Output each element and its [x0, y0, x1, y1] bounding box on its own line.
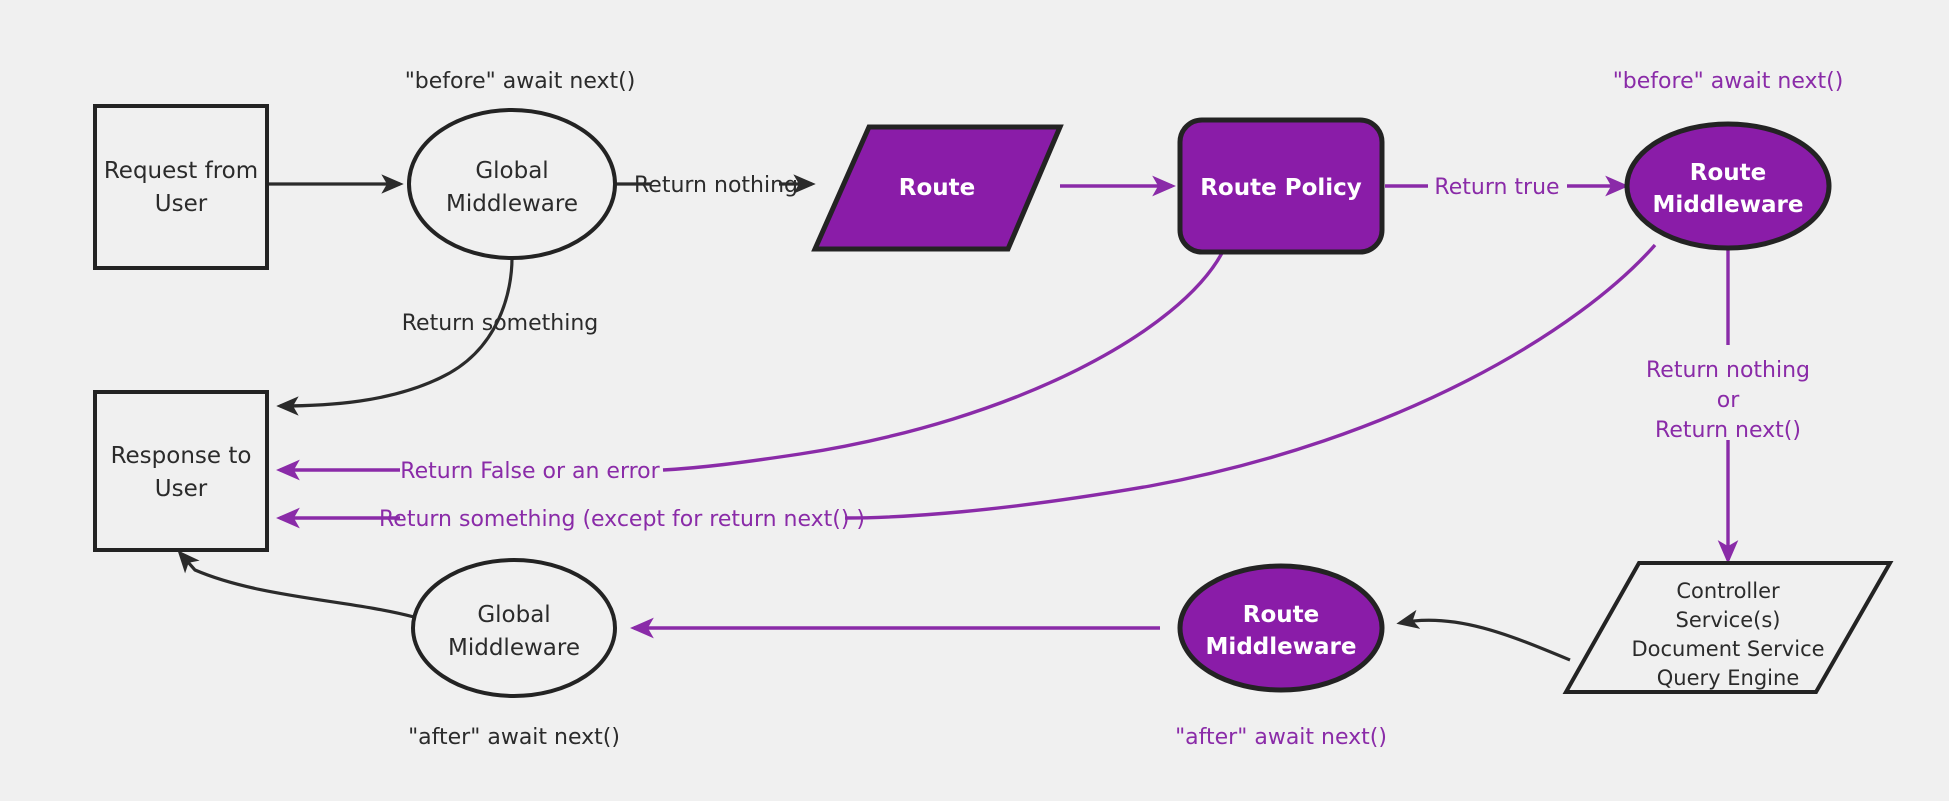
edge-label-return-nothing-or-next-line3: Return next() [1655, 418, 1801, 443]
node-route-middleware-bottom-line1: Route [1243, 602, 1319, 628]
node-global-middleware-bottom[interactable]: Global Middleware [411, 558, 617, 698]
node-controller-line3: Document Service [1631, 637, 1824, 661]
annotation-after-await-next-global: "after" await next() [408, 725, 620, 750]
edge-route-policy-to-response [662, 252, 1224, 472]
node-route-middleware-top-line2: Middleware [1653, 192, 1804, 218]
edge-route-middleware-to-response [844, 243, 1657, 520]
edge-label-return-nothing-global: Return nothing [634, 173, 798, 198]
node-route[interactable]: Route [811, 124, 1064, 252]
edge-label-return-false-or-error: Return False or an error [400, 459, 660, 484]
annotation-before-await-next-route: "before" await next() [1613, 69, 1844, 94]
node-global-middleware-top-line2: Middleware [446, 191, 578, 217]
node-route-policy[interactable]: Route Policy [1177, 117, 1385, 255]
node-global-middleware-bottom-line1: Global [477, 602, 550, 628]
node-request-from-user-line1: Request from [104, 158, 258, 184]
node-request-from-user[interactable]: Request from User [93, 104, 269, 270]
edge-label-return-nothing-or-next-line1: Return nothing [1646, 358, 1810, 383]
annotation-after-await-next-route: "after" await next() [1175, 725, 1387, 750]
edge-global-middleware-to-response [276, 257, 514, 416]
edge-label-return-nothing-or-next-line2: or [1717, 388, 1740, 413]
node-response-to-user[interactable]: Response to User [93, 390, 269, 552]
edge-label-return-something-global: Return something [402, 311, 598, 336]
node-request-from-user-line2: User [155, 191, 208, 217]
node-global-middleware-top[interactable]: Global Middleware [407, 108, 617, 260]
node-response-to-user-line1: Response to [111, 443, 252, 469]
edge-controller-to-route-middleware-bottom [1396, 609, 1571, 662]
edge-label-return-true: Return true [1434, 175, 1559, 200]
node-route-middleware-top-line1: Route [1690, 160, 1766, 186]
node-controller[interactable]: Controller Service(s) Document Service Q… [1562, 561, 1894, 694]
node-global-middleware-top-line1: Global [475, 158, 548, 184]
node-global-middleware-bottom-line2: Middleware [448, 635, 580, 661]
node-route-middleware-bottom[interactable]: Route Middleware [1177, 563, 1385, 693]
node-route-middleware-top[interactable]: Route Middleware [1624, 121, 1832, 251]
node-route-policy-label: Route Policy [1200, 175, 1362, 201]
edge-label-return-something-except-next: Return something (except for return next… [379, 507, 865, 532]
node-controller-line4: Query Engine [1657, 666, 1799, 690]
edge-global-middleware-bottom-to-response [177, 550, 415, 619]
node-route-middleware-bottom-line2: Middleware [1206, 634, 1357, 660]
node-route-label: Route [899, 175, 975, 201]
node-response-to-user-line2: User [155, 476, 208, 502]
annotation-before-await-next-global: "before" await next() [405, 69, 636, 94]
node-controller-line2: Service(s) [1676, 608, 1781, 632]
node-controller-line1: Controller [1676, 579, 1780, 603]
